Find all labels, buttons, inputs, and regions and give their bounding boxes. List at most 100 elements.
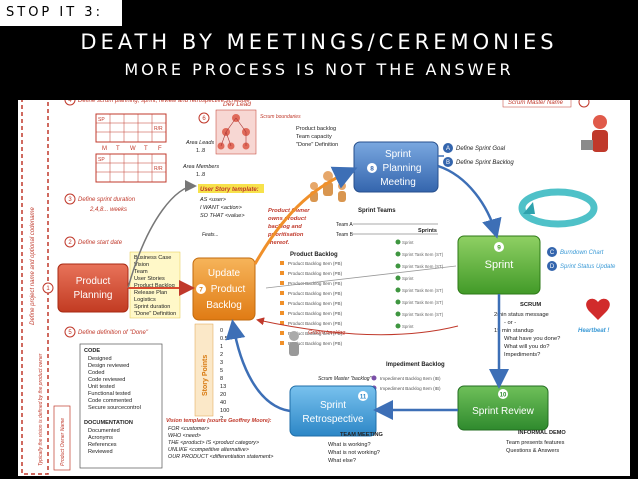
svg-text:Unit tested: Unit tested (88, 384, 115, 390)
svg-text:What else?: What else? (328, 458, 356, 464)
section-tag: STOP IT 3: (0, 0, 122, 26)
svg-text:40: 40 (220, 400, 226, 406)
sprint-backlog-text: Define Sprint Backlog (456, 160, 514, 166)
svg-text:Product Backlog Item (PB): Product Backlog Item (PB) (288, 311, 343, 316)
step-3-marker (64, 193, 76, 205)
svg-text:INFORMAL DEMO: INFORMAL DEMO (518, 430, 566, 436)
product-backlog-list: Product Backlog Item (PB) Product Backlo… (280, 261, 343, 346)
svg-text:SCRUM: SCRUM (520, 302, 541, 308)
svg-text:Sprint Task Item (ST): Sprint Task Item (ST) (402, 288, 444, 293)
svg-text:Code commented: Code commented (88, 398, 132, 404)
scrum-master-figure-icon (581, 115, 608, 152)
svg-text:Secure sourcecontrol: Secure sourcecontrol (88, 405, 141, 411)
step-11-marker (358, 391, 368, 401)
svg-text:Team capacity: Team capacity (296, 134, 332, 140)
process-flow-arrows (127, 155, 509, 420)
svg-text:Sprint: Sprint (320, 400, 346, 411)
svg-text:8: 8 (220, 376, 223, 382)
right-frame-edge (630, 0, 638, 479)
svg-text:F: F (158, 146, 162, 152)
svg-text:0: 0 (220, 328, 223, 334)
svg-text:Impediments?: Impediments? (504, 352, 541, 358)
svg-text:Designed: Designed (88, 356, 112, 362)
planning-inputs: Product backlog Team capacity "Done" Def… (296, 126, 338, 148)
svg-text:References: References (88, 442, 117, 448)
svg-text:T: T (144, 146, 148, 152)
svg-text:7: 7 (199, 287, 203, 294)
svg-text:2: 2 (68, 240, 72, 246)
planning-checklist: Business Case Vision Team User Stories P… (129, 251, 181, 319)
svg-text:1: 1 (46, 286, 50, 292)
svg-text:What have you done?: What have you done? (504, 336, 561, 342)
svg-text:Vision template (source Geoffr: Vision template (source Geoffrey Moore): (166, 418, 272, 424)
svg-text:W: W (130, 146, 136, 152)
svg-text:3: 3 (220, 360, 223, 366)
groom-backlog-label: Groom backlog (308, 330, 346, 336)
svg-text:2: 2 (220, 352, 223, 358)
svg-text:Product Owner: Product Owner (268, 208, 310, 214)
svg-text:Impediment Backlog: Impediment Backlog (386, 362, 445, 368)
calendar-grid-2: SP R/R (95, 153, 167, 183)
svg-text:Sprints: Sprints (418, 228, 437, 234)
svg-text:Update: Update (208, 268, 241, 279)
svg-text:Sprint: Sprint (485, 259, 514, 271)
svg-text:Scrum Master "backlog": Scrum Master "backlog" (318, 376, 372, 382)
svg-text:Product Backlog Item (PB): Product Backlog Item (PB) (288, 321, 343, 326)
goal-b-marker (443, 157, 453, 167)
svg-text:Team presents features: Team presents features (506, 440, 565, 446)
svg-text:0.5: 0.5 (220, 336, 228, 342)
svg-text:Questions & Answers: Questions & Answers (506, 448, 559, 454)
svg-text:Impediment Backlog Item (IB): Impediment Backlog Item (IB) (380, 386, 441, 391)
slide-title: DEATH BY MEETINGS/CEREMONIES (80, 30, 558, 54)
svg-text:Business Case: Business Case (134, 255, 171, 261)
code-checklist: CODE Designed Design reviewed Coded Code… (84, 348, 141, 455)
svg-text:R/R: R/R (154, 166, 163, 172)
start-date-note: Define start date (78, 240, 123, 246)
svg-text:Impediment Backlog Item (IB): Impediment Backlog Item (IB) (380, 376, 441, 381)
svg-text:3: 3 (68, 197, 72, 203)
weekday-row: M T W T F (102, 146, 162, 152)
burndown-c-marker (547, 247, 557, 257)
svg-text:SP: SP (98, 117, 105, 123)
story-points-bar (194, 323, 214, 417)
story-points-list: 0 0.5 1 2 3 5 8 13 20 40 100 ? (220, 328, 229, 422)
svg-text:THE <product> IS <product cate: THE <product> IS <product category> (168, 440, 259, 446)
svg-text:C: C (550, 250, 555, 256)
svg-text:thereof.: thereof. (268, 240, 290, 246)
svg-text:D: D (550, 264, 555, 270)
svg-text:13: 13 (220, 384, 226, 390)
svg-text:"Done" Definition: "Done" Definition (296, 142, 338, 148)
svg-text:WHO <need>: WHO <need> (168, 433, 201, 439)
svg-text:User Stories: User Stories (134, 276, 165, 282)
svg-text:Acronyms: Acronyms (88, 435, 113, 441)
step-5-marker (64, 326, 76, 338)
svg-text:15 min standup: 15 min standup (494, 328, 534, 334)
svg-text:Functional tested: Functional tested (88, 391, 131, 397)
svg-text:What is working?: What is working? (328, 442, 371, 448)
svg-text:Meeting: Meeting (380, 177, 416, 188)
svg-text:What will you do?: What will you do? (504, 344, 550, 350)
svg-text:R/R: R/R (154, 126, 163, 132)
step-9-marker (494, 242, 504, 252)
svg-text:Backlog: Backlog (206, 300, 242, 311)
svg-text:OUR PRODUCT <differentiation s: OUR PRODUCT <differentiation statement> (168, 454, 273, 460)
svg-text:Code reviewed: Code reviewed (88, 377, 125, 383)
svg-text:I WANT <action>: I WANT <action> (200, 205, 243, 211)
sprint-cycle-icon (518, 188, 598, 228)
product-owner-name: Product Owner Name (60, 418, 66, 466)
user-story-template: User Story template: AS <user> I WANT <a… (198, 184, 264, 238)
step-6-marker (198, 112, 210, 124)
svg-text:Sprint Task Item (ST): Sprint Task Item (ST) (402, 300, 444, 305)
product-planning-box[interactable] (57, 263, 129, 313)
svg-text:CODE: CODE (84, 348, 100, 354)
svg-text:20: 20 (220, 392, 226, 398)
product-owner-name-box (53, 405, 71, 471)
svg-text:Team: Team (134, 269, 148, 275)
svg-text:Logistics: Logistics (134, 297, 156, 303)
svg-text:5: 5 (68, 330, 72, 336)
scrum-notes: SCRUM 2min status message - or - 15 min … (494, 302, 561, 358)
svg-text:backlog and: backlog and (268, 224, 302, 230)
sprint-duration-values: 2,4,8... weeks (89, 207, 127, 213)
groom-backlog-arrow (256, 317, 459, 336)
side-label: Define project name and optional codenam… (30, 206, 36, 324)
